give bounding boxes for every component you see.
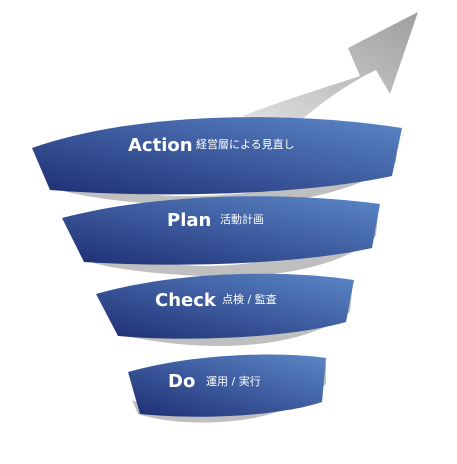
spiral-connector (82, 214, 378, 277)
stage-keyword-check: Check (155, 290, 217, 311)
stage-keyword-plan: Plan (167, 210, 211, 231)
stage-description-check: 点検 / 監査 (222, 292, 277, 306)
stage-band-check: Check 点検 / 監査 (96, 273, 354, 339)
growth-arrow (242, 12, 418, 128)
stage-description-plan: 活動計画 (220, 212, 264, 226)
stage-band-check-shape (96, 273, 354, 339)
stage-band-action: Action 経営層による見直し (32, 117, 402, 195)
stage-band-plan-shape (62, 196, 380, 265)
stage-description-action: 経営層による見直し (196, 137, 295, 151)
stage-keyword-action: Action (128, 135, 193, 156)
stage-band-do-shape (128, 354, 326, 417)
stage-band-plan: Plan 活動計画 (62, 196, 380, 265)
stage-band-do: Do 運用 / 実行 (128, 354, 326, 417)
stage-band-action-shape (32, 117, 402, 195)
stage-description-do: 運用 / 実行 (206, 374, 261, 388)
spiral-connector (52, 140, 398, 207)
stage-keyword-do: Do (168, 371, 195, 392)
growth-arrow-body (242, 12, 418, 128)
funnel-bands: Action 経営層による見直し Plan 活動計画 Check 点検 / 監査… (32, 117, 402, 417)
